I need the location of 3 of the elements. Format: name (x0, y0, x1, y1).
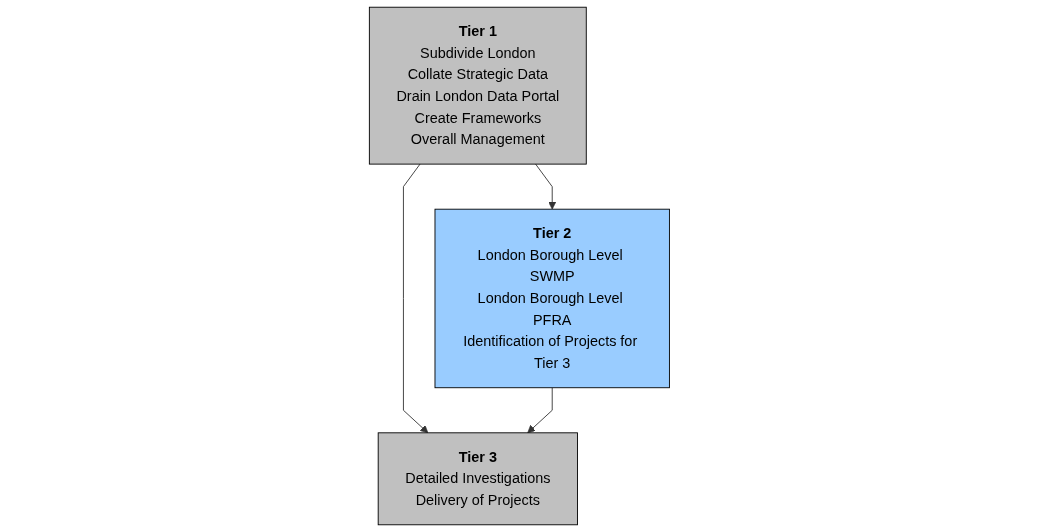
node-box: Tier 3 Detailed Investigations Delivery of Projects (377, 432, 578, 526)
node-box: Tier 2 London Borough Level SWMP London Borough Level PFRA Identification of Projects for Tier 3 (434, 208, 670, 389)
node-box: Tier 1 Subdivide London Collate Strategic Data Drain London Data Portal Create Frameworks Overall Management (369, 6, 587, 165)
